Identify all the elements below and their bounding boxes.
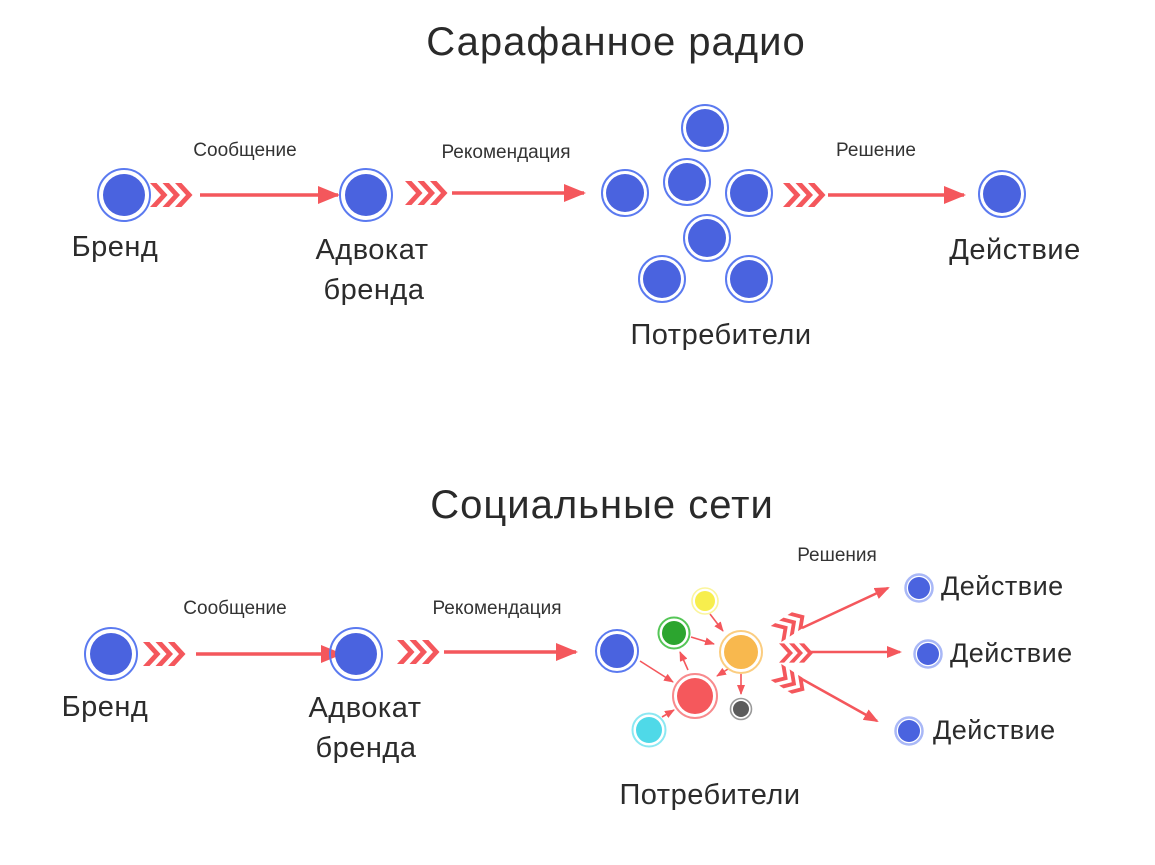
consumer-node — [725, 169, 773, 217]
action-node-label: Действие — [950, 638, 1073, 668]
action-node-label: Действие — [941, 571, 1064, 601]
network-link — [639, 660, 674, 683]
network-link — [661, 709, 675, 718]
action-node-label: Действие — [933, 715, 1056, 745]
network-node-cyan — [631, 712, 667, 748]
decision-arrow-bottom — [799, 676, 879, 723]
recommendation-arrow-label: Рекомендация — [432, 598, 562, 619]
consumer-node — [663, 158, 711, 206]
action-node — [978, 170, 1026, 218]
chevron-icon — [143, 642, 186, 666]
action-node-label: Действие — [949, 234, 1081, 266]
chevron-icon — [779, 643, 813, 662]
network-node-red — [672, 673, 718, 719]
network-node-gray — [729, 697, 753, 721]
chevron-icon — [771, 607, 810, 642]
network-link — [709, 613, 724, 632]
network-link — [690, 636, 715, 646]
network-node-yellow — [691, 587, 719, 615]
consumers-network — [595, 587, 763, 748]
network-link — [716, 667, 729, 677]
decision-arrow-label: Решение — [836, 140, 916, 161]
consumer-node — [601, 169, 649, 217]
advocate-node-label-line1: Адвокат — [315, 234, 429, 266]
consumers-label: Потребители — [619, 779, 801, 811]
consumer-node — [638, 255, 686, 303]
action-node — [904, 573, 934, 603]
chevron-icon — [783, 183, 826, 207]
social-networks-arrows — [143, 586, 902, 723]
chevron-icon — [397, 640, 440, 664]
network-node-orange — [719, 630, 763, 674]
brand-node — [84, 627, 138, 681]
consumer-node — [725, 255, 773, 303]
brand-node — [97, 168, 151, 222]
advocate-node-label-line2: бренда — [323, 274, 425, 306]
advocate-node — [339, 168, 393, 222]
brand-node-label: Бренд — [71, 231, 159, 263]
decision-arrow-top — [801, 586, 890, 630]
consumer-node — [683, 214, 731, 262]
advocate-node-label-line2: бренда — [315, 732, 417, 764]
advocate-node-label-line1: Адвокат — [308, 692, 422, 724]
consumers-label: Потребители — [630, 319, 812, 351]
message-arrow-label: Сообщение — [183, 598, 287, 619]
brand-node-label: Бренд — [61, 691, 149, 723]
consumers-cluster — [601, 104, 773, 303]
word-of-mouth-arrows — [150, 181, 966, 207]
consumer-node — [681, 104, 729, 152]
section-title-social-networks: Социальные сети — [430, 483, 774, 527]
network-node-green — [657, 616, 691, 650]
chevron-icon — [405, 181, 448, 205]
recommendation-arrow-label: Рекомендация — [441, 142, 571, 163]
decisions-arrow-label: Решения — [797, 545, 877, 566]
chevron-icon — [150, 183, 193, 207]
section-title-word-of-mouth: Сарафанное радио — [426, 20, 806, 64]
network-links — [639, 613, 745, 718]
network-node-blue — [595, 629, 639, 673]
network-link — [679, 651, 689, 671]
action-node — [894, 716, 924, 746]
advocate-node — [329, 627, 383, 681]
action-node — [913, 639, 943, 669]
message-arrow-label: Сообщение — [193, 140, 297, 161]
